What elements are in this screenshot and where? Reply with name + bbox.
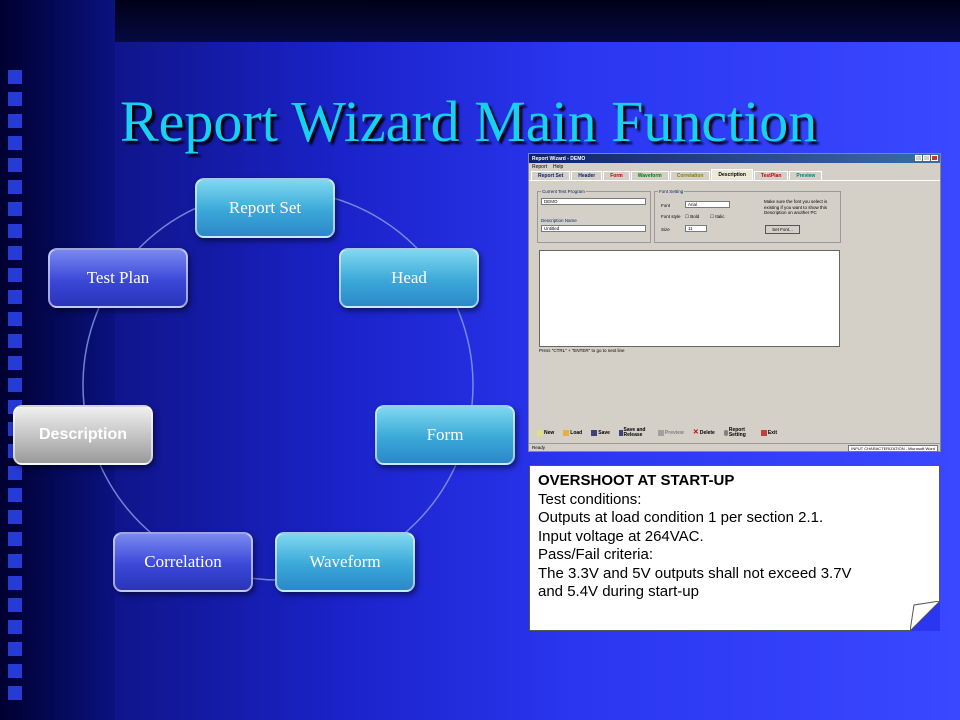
program-group: Current Test Program DEMO Description Na… bbox=[537, 189, 651, 243]
cycle-node-test-plan: Test Plan bbox=[48, 248, 188, 308]
page-fold-icon bbox=[910, 601, 940, 631]
bold-label: Bold bbox=[690, 214, 700, 219]
test-note: OVERSHOOT AT START-UP Test conditions: O… bbox=[529, 465, 940, 631]
new-button[interactable]: New bbox=[534, 428, 557, 439]
top-band bbox=[0, 0, 960, 42]
cycle-node-waveform: Waveform bbox=[275, 532, 415, 592]
cycle-node-label: Waveform bbox=[309, 552, 381, 571]
font-style-label: Font style bbox=[661, 214, 681, 219]
note-line: Input voltage at 264VAC. bbox=[538, 527, 704, 545]
cycle-node-form: Form bbox=[375, 405, 515, 465]
preview-label: Preview bbox=[664, 430, 684, 436]
size-field[interactable]: 11 bbox=[685, 225, 707, 232]
folder-icon bbox=[563, 430, 570, 436]
menu-help[interactable]: Help bbox=[553, 163, 564, 170]
window-titlebar: Report Wizard - DEMO bbox=[529, 154, 940, 163]
report-setting-button[interactable]: Report Setting bbox=[721, 428, 755, 439]
note-line: Pass/Fail criteria: bbox=[538, 546, 654, 563]
tab-waveform[interactable]: Waveform bbox=[630, 171, 669, 180]
cycle-node-label: Test Plan bbox=[86, 268, 150, 287]
tab-preview[interactable]: Preview bbox=[789, 171, 823, 180]
status-text: Ready bbox=[532, 445, 546, 450]
preview-button[interactable]: Preview bbox=[655, 428, 687, 439]
cycle-node-label: Head bbox=[391, 268, 427, 287]
disk-icon bbox=[618, 430, 623, 436]
cycle-node-correlation: Correlation bbox=[113, 532, 253, 592]
cycle-node-label: Report Set bbox=[228, 198, 302, 217]
description-name-field[interactable]: Untitled bbox=[541, 225, 646, 232]
disk-icon bbox=[591, 430, 598, 436]
menu-report[interactable]: Report bbox=[532, 163, 548, 170]
report-wizard-window: Report Wizard - DEMO Report Help Report … bbox=[528, 153, 941, 452]
preview-icon bbox=[657, 430, 664, 436]
slide-title: Report Wizard Main Function bbox=[120, 89, 818, 154]
cycle-node-head: Head bbox=[339, 248, 479, 308]
description-textarea[interactable] bbox=[539, 250, 840, 347]
note-line: Test conditions: bbox=[538, 490, 642, 508]
cycle-node-label: Correlation bbox=[144, 552, 222, 571]
description-name-label: Description Name bbox=[541, 218, 577, 223]
cycle-node-label: Description bbox=[38, 426, 127, 443]
note-heading: OVERSHOOT AT START-UP bbox=[538, 472, 735, 489]
taskbar-doc[interactable]: INPUT CHARACTERIZATION - Microsoft Word bbox=[848, 445, 938, 452]
size-label: Size bbox=[661, 227, 670, 232]
tab-testplan[interactable]: TestPlan bbox=[753, 171, 789, 180]
note-line: Outputs at load condition 1 per section … bbox=[538, 509, 824, 526]
tab-correlation[interactable]: Correlation bbox=[669, 171, 711, 180]
save-button[interactable]: Save bbox=[588, 428, 613, 439]
minimize-icon[interactable] bbox=[915, 155, 922, 161]
load-button[interactable]: Load bbox=[560, 428, 585, 439]
tab-report-set[interactable]: Report Set bbox=[531, 171, 571, 180]
delete-icon: ✕ bbox=[692, 429, 699, 436]
save-label: Save bbox=[598, 430, 610, 436]
delete-label: Delete bbox=[699, 430, 715, 436]
exit-icon bbox=[760, 430, 767, 436]
window-title: Report Wizard - DEMO bbox=[532, 155, 586, 162]
italic-label: Italic bbox=[715, 214, 725, 219]
bold-checkbox[interactable]: ☐ Bold bbox=[685, 214, 700, 219]
maximize-icon[interactable] bbox=[923, 155, 930, 161]
new-label: New bbox=[544, 430, 555, 436]
new-icon bbox=[537, 430, 543, 436]
menu-bar: Report Help bbox=[529, 163, 940, 170]
font-field[interactable]: Arial bbox=[685, 201, 730, 208]
delete-button[interactable]: ✕Delete bbox=[690, 428, 718, 439]
note-line: The 3.3V and 5V outputs shall not exceed… bbox=[538, 564, 852, 582]
cycle-node-label: Form bbox=[426, 425, 464, 444]
save-release-label: Save and Release bbox=[623, 427, 646, 438]
save-release-button[interactable]: Save and Release bbox=[616, 428, 652, 439]
italic-checkbox[interactable]: ☐ Italic bbox=[710, 214, 725, 219]
report-setting-label: Report Setting bbox=[728, 427, 746, 438]
current-test-program-label: Current Test Program bbox=[541, 189, 586, 194]
status-bar: Ready INPUT CHARACTERIZATION - Microsoft… bbox=[529, 443, 940, 452]
tab-form[interactable]: Form bbox=[603, 171, 630, 180]
tab-strip: Report Set Header Form Waveform Correlat… bbox=[529, 169, 940, 181]
tab-header[interactable]: Header bbox=[571, 171, 603, 180]
set-font-button[interactable]: Set Font... bbox=[765, 225, 800, 234]
current-test-program-field[interactable]: DEMO bbox=[541, 198, 646, 205]
font-label: Font bbox=[661, 203, 671, 208]
close-icon[interactable] bbox=[931, 155, 938, 161]
toolbar: New Load Save Save and Release Preview ✕… bbox=[529, 426, 940, 440]
font-setting-group: Font Setting Font Arial Font style ☐ Bol… bbox=[654, 189, 841, 243]
gear-icon bbox=[723, 430, 728, 436]
cycle-node-report-set: Report Set bbox=[195, 178, 335, 238]
exit-button[interactable]: Exit bbox=[758, 428, 780, 439]
enter-hint: Press "CTRL" + "ENTER" to go to next lin… bbox=[539, 348, 625, 353]
exit-label: Exit bbox=[767, 430, 778, 436]
tab-description[interactable]: Description bbox=[711, 169, 753, 180]
font-hint: Make sure the font you select is existin… bbox=[764, 199, 828, 215]
cycle-node-description: Description bbox=[13, 405, 153, 465]
note-line: and 5.4V during start-up bbox=[538, 583, 699, 600]
load-label: Load bbox=[570, 430, 583, 436]
font-setting-label: Font Setting bbox=[658, 189, 685, 194]
